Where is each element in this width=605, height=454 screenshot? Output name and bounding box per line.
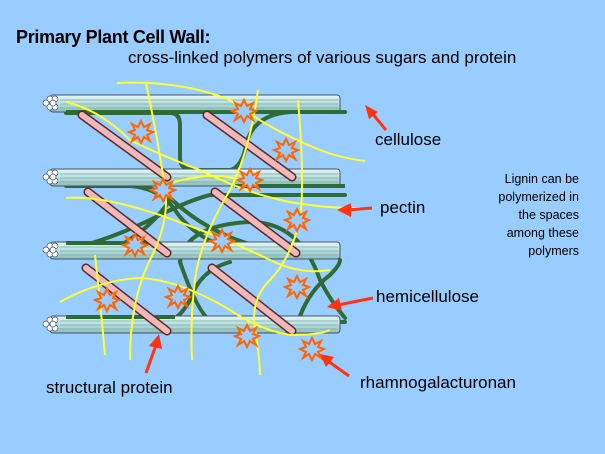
note-line: the spaces: [518, 208, 579, 222]
label-structural-protein: structural protein: [46, 378, 173, 397]
crosslink-icon: [231, 99, 257, 123]
crosslink-icon: [234, 324, 260, 348]
cellulose-microfibril: [42, 94, 341, 113]
crosslink-icon: [165, 285, 191, 309]
label-hemicellulose: hemicellulose: [376, 287, 479, 306]
arrow-icon: [320, 354, 350, 378]
crosslink-icon: [284, 208, 310, 232]
note-line: Lignin can be: [504, 172, 579, 186]
arrow-icon: [337, 203, 373, 217]
diagram-title: Primary Plant Cell Wall:: [16, 27, 211, 47]
label-cellulose: cellulose: [375, 130, 442, 149]
arrow-icon: [327, 296, 374, 311]
crosslink-icon: [209, 229, 235, 253]
label-pectin: pectin: [380, 198, 426, 217]
note-line: polymerized in: [498, 190, 579, 204]
diagram-subtitle: cross-linked polymers of various sugars …: [128, 48, 517, 67]
crosslink-icon: [150, 178, 176, 202]
structural-proteins: [77, 110, 301, 336]
crosslink-icon: [94, 288, 120, 312]
label-arrows: [144, 105, 388, 378]
arrow-icon: [144, 334, 162, 374]
note-line: polymers: [528, 244, 579, 258]
crosslink-icon: [237, 168, 263, 192]
crosslink-icon: [299, 337, 325, 361]
cellulose-microfibril: [42, 241, 341, 260]
crosslink-icon: [273, 138, 299, 162]
crosslink-icon: [122, 233, 148, 257]
note-line: among these: [506, 226, 579, 240]
crosslink-icon: [128, 120, 154, 144]
crosslink-icon: [284, 275, 310, 299]
arrow-icon: [365, 105, 388, 131]
label-rhamnogalacturonan: rhamnogalacturonan: [360, 373, 516, 392]
lignin-note: Lignin can be polymerized in the spaces …: [498, 170, 579, 260]
